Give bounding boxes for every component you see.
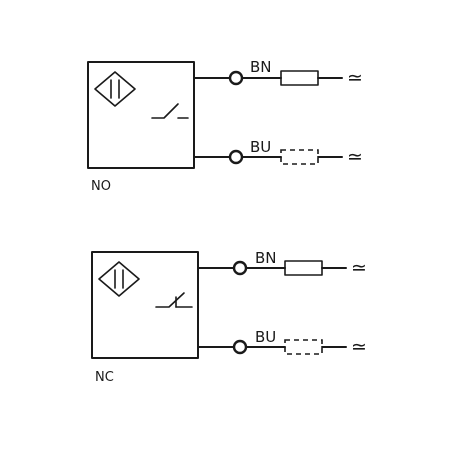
wire-label: BN [255,249,277,267]
wire-bn: BN ≃ [193,58,363,89]
diagram-no: BN ≃ BU ≃ NO [87,58,363,194]
sensor-box [87,61,195,169]
sensor-box [91,251,199,359]
terminal [228,149,244,165]
wire-label: BN [250,58,272,76]
diagram-caption: NC [95,370,114,385]
normally-open-contact-icon [151,103,189,119]
ac-supply-icon: ≃ [351,257,367,279]
ac-supply-icon: ≃ [351,336,367,358]
wire-bu: BU ≃ [197,328,367,358]
dashed-resistor-icon [284,339,323,355]
wire-label: BU [255,328,276,346]
ac-supply-icon: ≃ [347,146,363,168]
inductive-sensor-icon [94,71,136,107]
ac-supply-icon: ≃ [347,67,363,89]
diagram-nc: BN ≃ BU ≃ NC [91,249,367,385]
resistor-icon [284,260,323,276]
dashed-resistor-icon [280,149,319,165]
terminal [228,70,244,86]
resistor-icon [280,70,319,86]
terminal [232,260,248,276]
terminal [232,339,248,355]
diagram-caption: NO [91,179,111,194]
inductive-sensor-icon [98,261,140,297]
normally-closed-contact-icon [155,292,193,308]
wire-bu: BU ≃ [193,138,363,168]
wire-label: BU [250,138,271,156]
wire-bn: BN ≃ [197,249,367,279]
